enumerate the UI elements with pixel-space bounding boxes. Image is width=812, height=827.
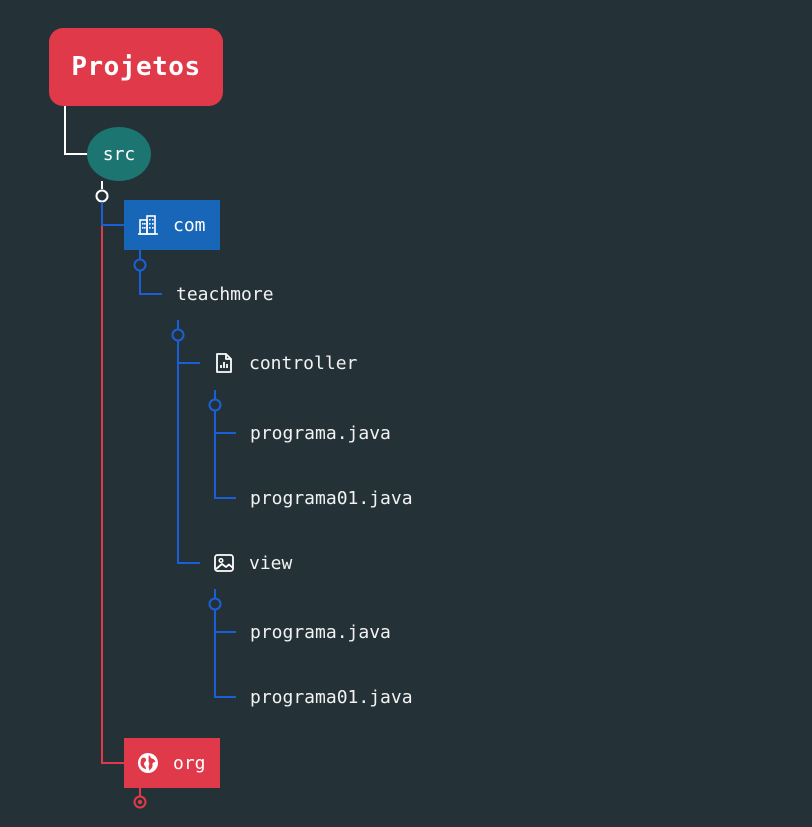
toggle-circle-org [133,795,147,809]
file-item-controller-programa[interactable]: programa.java [250,419,391,447]
connector-src-org [101,202,124,764]
node-com-label: com [173,214,206,236]
file-item-label: programa.java [250,621,391,643]
toggle-circle-teachmore [171,328,185,342]
image-icon [213,552,235,574]
building-icon [137,214,159,236]
file-item-label: programa01.java [250,686,413,708]
toggle-circle-com [133,258,147,272]
root-node-label: Projetos [71,52,201,82]
node-org-label: org [173,752,206,774]
file-item-view-programa[interactable]: programa.java [250,618,391,646]
file-item-controller-programa01[interactable]: programa01.java [250,484,413,512]
node-teachmore[interactable]: teachmore [176,280,274,308]
file-item-label: programa.java [250,422,391,444]
file-item-view-programa01[interactable]: programa01.java [250,683,413,711]
document-chart-icon [213,352,235,374]
node-controller[interactable]: controller [213,349,357,377]
globe-icon [137,752,159,774]
root-node-projetos[interactable]: Projetos [49,28,223,106]
connector-view-file1 [214,610,236,633]
connector-view-file2 [214,610,236,698]
node-com[interactable]: com [124,200,220,250]
node-org[interactable]: org [124,738,220,788]
node-controller-label: controller [249,352,358,374]
connector-teachmore-controller [177,341,200,364]
connector-teachmore-view [177,341,200,564]
node-view-label: view [249,552,293,574]
node-view[interactable]: view [213,549,292,577]
connector-com-teachmore [139,271,162,295]
toggle-circle-src [95,189,109,203]
node-src[interactable]: src [87,127,151,181]
node-src-label: src [102,143,136,165]
connector-root-src [64,106,88,155]
toggle-circle-view [208,597,222,611]
connector-src-com [101,202,124,226]
connector-controller-file1 [214,411,236,434]
file-item-label: programa01.java [250,487,413,509]
node-teachmore-label: teachmore [176,283,274,305]
connector-controller-file2 [214,411,236,499]
toggle-circle-controller [208,398,222,412]
